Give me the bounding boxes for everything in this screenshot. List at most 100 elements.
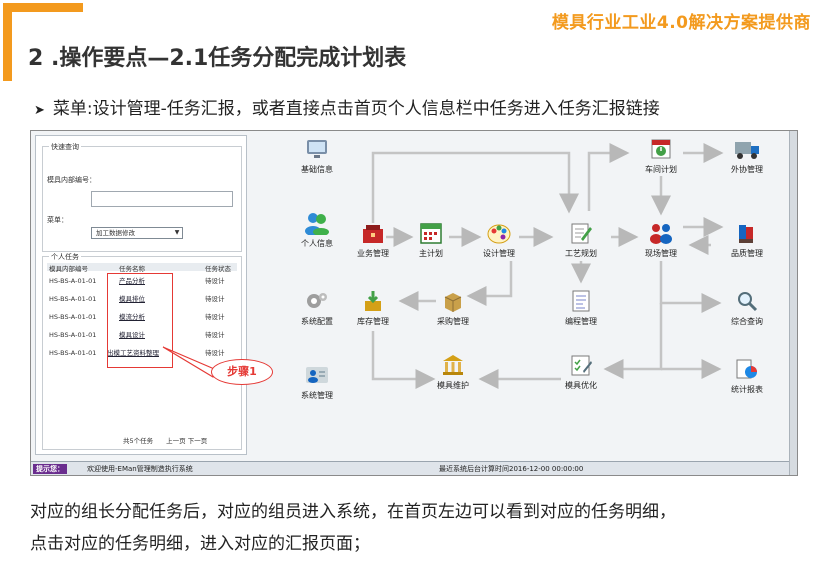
- team-icon: [647, 221, 675, 245]
- toolbox-icon: [359, 221, 387, 245]
- row-mold-code: HS-BS-A-01-01: [49, 331, 97, 339]
- table-row[interactable]: HS-BS-A-01-01 模具排位 待设计: [47, 295, 237, 313]
- node-mold-maintenance-label: 模具维护: [437, 381, 469, 390]
- quick-search-group: 快速查询 模具内部编号： 菜单： 加工数据修改 ▼: [42, 142, 242, 252]
- personal-tasks-title: 个人任务: [49, 252, 81, 262]
- row-mold-code: HS-BS-A-01-01: [49, 277, 97, 285]
- status-bar: 提示您： 欢迎使用-EMan管理制造执行系统 最近系统后台计算时间2016-12…: [31, 461, 797, 475]
- clock-calendar-icon: [647, 137, 675, 161]
- node-site-management[interactable]: 现场管理: [633, 221, 689, 259]
- node-sales[interactable]: 业务管理: [345, 221, 401, 259]
- node-process-planning-label: 工艺规划: [565, 249, 597, 258]
- row-task-status: 待设计: [205, 349, 225, 357]
- node-personal-info[interactable]: 个人信息: [289, 211, 345, 249]
- node-system-config-label: 系统配置: [301, 317, 333, 326]
- table-row[interactable]: HS-BS-A-01-01 模流分析 待设计: [47, 313, 237, 331]
- row-task-status: 待设计: [205, 313, 225, 321]
- node-warehouse-label: 库存管理: [357, 317, 389, 326]
- row-task-name[interactable]: 模具排位: [119, 295, 145, 303]
- tasks-table-header: 模具内部编号 任务名称 任务状态: [47, 263, 237, 273]
- search-icon: [733, 289, 761, 313]
- col-task-status: 任务状态: [205, 265, 231, 273]
- download-box-icon: [359, 289, 387, 313]
- menu-select[interactable]: 加工数据修改 ▼: [91, 227, 183, 239]
- row-mold-code: HS-BS-A-01-01: [49, 349, 97, 357]
- table-row[interactable]: HS-BS-A-01-01 产品分析 待设计: [47, 277, 237, 295]
- description-text: 对应的组长分配任务后，对应的组员进入系统，在首页左边可以看到对应的任务明细， 点…: [30, 496, 820, 560]
- highlight-box: [107, 273, 173, 368]
- node-system-management[interactable]: 系统管理: [289, 363, 345, 401]
- node-system-config[interactable]: 系统配置: [289, 289, 345, 327]
- vertical-scrollbar[interactable]: [789, 131, 797, 475]
- node-purchase[interactable]: 采购管理: [425, 289, 481, 327]
- node-outsourcing[interactable]: 外协管理: [719, 137, 775, 175]
- table-row[interactable]: HS-BS-A-01-01 出模工艺资料整理 待设计: [47, 349, 237, 367]
- status-last-calc-time: 最近系统后台计算时间2016-12-00 00:00:00: [439, 465, 584, 473]
- edit-document-icon: [567, 221, 595, 245]
- bank-building-icon: [439, 353, 467, 377]
- description-line-2: 点击对应的任务明细，进入对应的汇报页面；: [30, 534, 370, 554]
- node-purchase-label: 采购管理: [437, 317, 469, 326]
- user-card-icon: [303, 363, 331, 387]
- function-flowchart: 基础信息 个人信息 业务管理 主计划 设计管理 工艺规划 车间计划 外协管理: [251, 131, 789, 461]
- node-report-label: 统计报表: [731, 385, 763, 394]
- brand-slogan: 模具行业工业4.0解决方案提供商: [551, 13, 811, 33]
- menu-instruction-text: 菜单:设计管理-任务汇报，或者直接点击首页个人信息栏中任务进入任务汇报链接: [52, 99, 660, 119]
- node-quality[interactable]: 品质管理: [719, 221, 775, 259]
- node-query[interactable]: 综合查询: [719, 289, 775, 327]
- node-mold-maintenance[interactable]: 模具维护: [425, 353, 481, 391]
- node-programming[interactable]: 编程管理: [553, 289, 609, 327]
- node-report[interactable]: 统计报表: [719, 357, 775, 395]
- orange-corner-bracket: [3, 3, 83, 81]
- menu-select-value: 加工数据修改: [96, 229, 135, 237]
- description-line-1: 对应的组长分配任务后，对应的组员进入系统，在首页左边可以看到对应的任务明细，: [30, 502, 676, 522]
- col-mold-code: 模具内部编号: [49, 265, 88, 273]
- left-panel: 快速查询 模具内部编号： 菜单： 加工数据修改 ▼ 个人任务 模具内部编号 任务…: [35, 135, 247, 455]
- checklist-edit-icon: [567, 353, 595, 377]
- app-screenshot: 快速查询 模具内部编号： 菜单： 加工数据修改 ▼ 个人任务 模具内部编号 任务…: [30, 130, 798, 476]
- node-master-plan-label: 主计划: [419, 249, 443, 258]
- node-design-label: 设计管理: [483, 249, 515, 258]
- users-icon: [303, 211, 331, 235]
- node-mold-optimize-label: 模具优化: [565, 381, 597, 390]
- step-callout: 步骤1: [211, 359, 273, 385]
- row-task-name[interactable]: 出模工艺资料整理: [107, 349, 159, 357]
- flow-arrows: [371, 143, 724, 389]
- node-personal-info-label: 个人信息: [301, 239, 333, 248]
- truck-icon: [733, 137, 761, 161]
- node-process-planning[interactable]: 工艺规划: [553, 221, 609, 259]
- palette-icon: [485, 221, 513, 245]
- row-task-status: 待设计: [205, 331, 225, 339]
- row-task-status: 待设计: [205, 277, 225, 285]
- chevron-down-icon[interactable]: ▼: [174, 229, 180, 236]
- status-tip: 提示您：: [33, 464, 67, 474]
- package-icon: [439, 289, 467, 313]
- node-basic-info-label: 基础信息: [301, 165, 333, 174]
- code-document-icon: [567, 289, 595, 313]
- bullet-arrow-icon: ➤: [34, 103, 45, 118]
- pie-chart-icon: [733, 357, 761, 381]
- node-basic-info[interactable]: 基础信息: [289, 137, 345, 175]
- row-mold-code: HS-BS-A-01-01: [49, 295, 97, 303]
- table-row[interactable]: HS-BS-A-01-01 模具设计 待设计: [47, 331, 237, 349]
- node-design[interactable]: 设计管理: [471, 221, 527, 259]
- callout-pointer: [162, 346, 221, 378]
- tasks-pager[interactable]: 共5个任务 上一页 下一页: [123, 437, 208, 445]
- monitor-icon: [303, 137, 331, 161]
- node-master-plan[interactable]: 主计划: [403, 221, 459, 259]
- slide-title: 2 .操作要点—2.1任务分配完成计划表: [28, 46, 407, 71]
- node-workshop-plan[interactable]: 车间计划: [633, 137, 689, 175]
- node-warehouse[interactable]: 库存管理: [345, 289, 401, 327]
- calendar-icon: [417, 221, 445, 245]
- node-programming-label: 编程管理: [565, 317, 597, 326]
- row-task-name[interactable]: 产品分析: [119, 277, 145, 285]
- mold-code-input[interactable]: [91, 191, 233, 207]
- node-workshop-plan-label: 车间计划: [645, 165, 677, 174]
- quick-search-title: 快速查询: [49, 142, 81, 152]
- row-task-name[interactable]: 模流分析: [119, 313, 145, 321]
- node-mold-optimize[interactable]: 模具优化: [553, 353, 609, 391]
- gear-icon: [303, 289, 331, 313]
- row-task-name[interactable]: 模具设计: [119, 331, 145, 339]
- personal-tasks-group: 个人任务 模具内部编号 任务名称 任务状态 HS-BS-A-01-01 产品分析…: [42, 252, 242, 450]
- node-query-label: 综合查询: [731, 317, 763, 326]
